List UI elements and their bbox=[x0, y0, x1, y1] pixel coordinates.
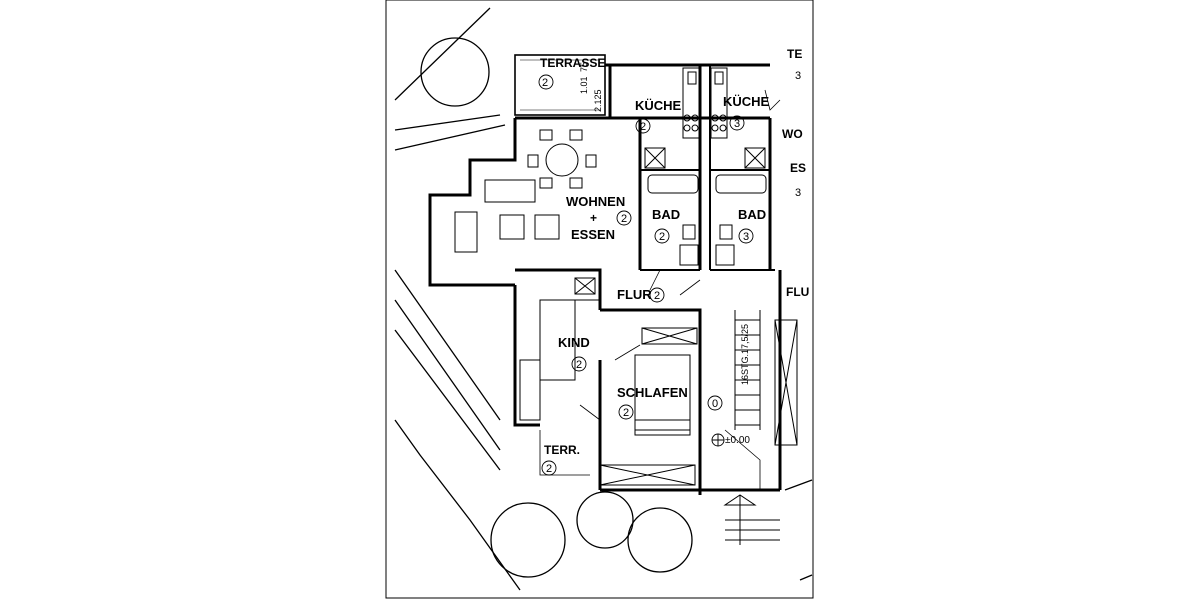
room-labels: TERRASSE 2 KÜCHE 2 KÜCHE 3 WOHNEN + ESSE… bbox=[538, 47, 809, 476]
room-terr-label: TERR. bbox=[544, 443, 580, 457]
partial-unit-3b: 3 bbox=[795, 187, 801, 199]
walls bbox=[428, 54, 782, 495]
room-kueche3-label: KÜCHE bbox=[723, 94, 770, 109]
room-wohnen-label: WOHNEN bbox=[566, 194, 625, 209]
room-bad2-label: BAD bbox=[652, 207, 680, 222]
room-schlafen-unit: 2 bbox=[623, 407, 629, 419]
room-kind-label: KIND bbox=[558, 335, 590, 350]
staircase bbox=[723, 310, 780, 545]
room-flur-label: FLUR bbox=[617, 287, 652, 302]
room-kueche2-unit: 2 bbox=[640, 121, 646, 133]
dim-door-2: 75 bbox=[579, 62, 589, 72]
room-bad3-label: BAD bbox=[738, 207, 766, 222]
room-stair-unit: 0 bbox=[712, 398, 718, 410]
room-terr-unit: 2 bbox=[546, 463, 552, 475]
partial-label-wo: WO bbox=[782, 127, 803, 141]
partial-label-es: ES bbox=[790, 161, 806, 175]
dining-table bbox=[545, 143, 579, 177]
room-flur-unit: 2 bbox=[654, 290, 660, 302]
partial-label-fl: FLU bbox=[786, 285, 809, 299]
room-kueche2-label: KÜCHE bbox=[635, 98, 682, 113]
room-kind-unit: 2 bbox=[576, 359, 582, 371]
room-wohnen-plus: + bbox=[590, 211, 597, 225]
room-wohnen-unit: 2 bbox=[621, 213, 627, 225]
room-terrasse-label: TERRASSE bbox=[540, 56, 605, 70]
room-bad3-unit: 3 bbox=[743, 231, 749, 243]
room-bad2-unit: 2 bbox=[659, 231, 665, 243]
dim-door: 1.01 bbox=[579, 76, 589, 94]
room-kueche3-unit: 3 bbox=[734, 118, 740, 130]
furniture bbox=[454, 67, 767, 436]
room-schlafen-label: SCHLAFEN bbox=[617, 385, 688, 400]
room-essen-label: ESSEN bbox=[571, 227, 615, 242]
windows bbox=[574, 147, 798, 486]
landscape bbox=[394, 7, 813, 591]
dim-level: ±0.00 bbox=[725, 435, 750, 446]
dim-door-3: 2.125 bbox=[593, 89, 603, 112]
doors bbox=[539, 89, 781, 476]
partial-unit-3: 3 bbox=[795, 70, 801, 82]
dim-stairs: 16STG.17,5/25 bbox=[740, 324, 750, 385]
room-terrasse-unit: 2 bbox=[542, 77, 548, 89]
partial-label-te: TE bbox=[787, 47, 802, 61]
